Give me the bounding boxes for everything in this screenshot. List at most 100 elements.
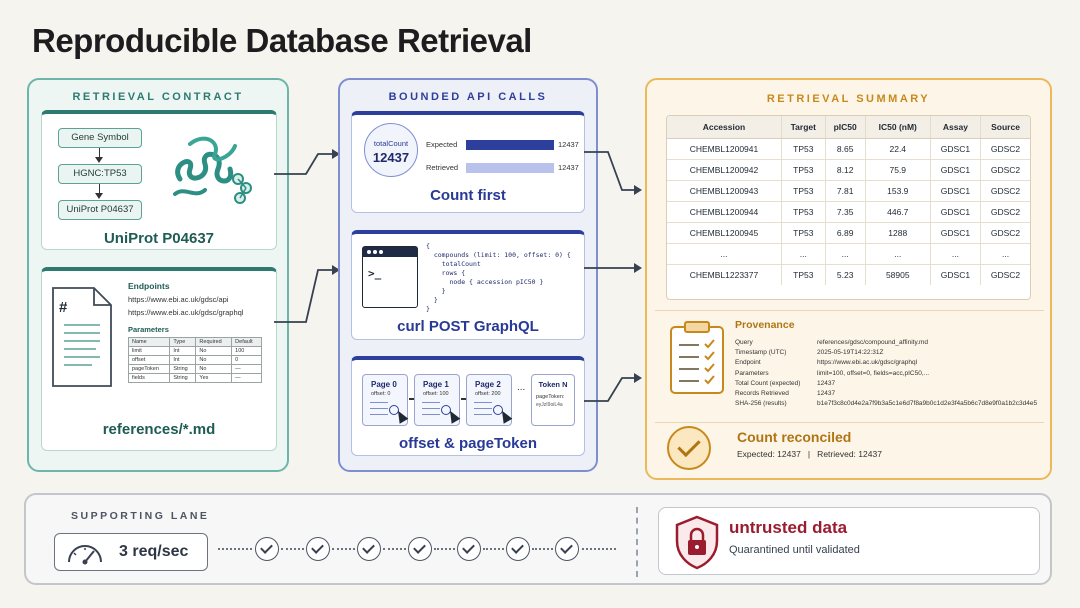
- endpoint-api: https://www.ebi.ac.uk/gdsc/api: [128, 295, 229, 304]
- count-reconciled-detail: Expected: 12437 | Retrieved: 12437: [737, 449, 882, 459]
- param-cell: pageToken: [127, 364, 171, 374]
- results-cell: GDSC1: [930, 158, 982, 180]
- results-header-cell: Source: [980, 116, 1030, 139]
- lane-connector: [383, 548, 406, 550]
- retrieval-contract-panel: RETRIEVAL CONTRACT Gene Symbol HGNC:TP53…: [27, 78, 289, 472]
- results-cell: ...: [865, 242, 931, 264]
- token-value: eyJzI9oiL4a: [536, 402, 563, 408]
- flow-gene-symbol: Gene Symbol: [58, 128, 142, 148]
- bounded-api-panel: BOUNDED API CALLS totalCount 12437 Expec…: [338, 78, 598, 472]
- provenance-key: Endpoint: [735, 359, 761, 367]
- lane-check-icon: [457, 537, 481, 561]
- param-cell: limit: [127, 346, 171, 356]
- speedometer-icon: [68, 545, 102, 565]
- provenance-key: Query: [735, 339, 753, 346]
- results-cell: ...: [667, 242, 782, 264]
- protein-structure-icon: [173, 136, 252, 204]
- results-cell: 7.35: [825, 200, 866, 222]
- results-cell: TP53: [781, 221, 826, 243]
- results-cell: TP53: [781, 263, 826, 285]
- param-cell: fields: [127, 373, 171, 383]
- results-cell: ...: [930, 242, 982, 264]
- page-line: [422, 414, 440, 415]
- results-header-cell: Assay: [930, 116, 982, 139]
- rate-limit-box: 3 req/sec: [54, 533, 208, 571]
- references-caption: references/*.md: [102, 421, 216, 438]
- retrieved-value: 12437: [558, 163, 579, 172]
- code-line: }: [426, 305, 430, 313]
- lane-check-icon: [306, 537, 330, 561]
- lane-connector: [332, 548, 355, 550]
- param-cell: 100: [231, 346, 262, 356]
- lane-check-icon: [408, 537, 432, 561]
- provenance-value: 12437: [817, 390, 836, 397]
- total-count-label: totalCount: [373, 139, 409, 148]
- results-cell: CHEMBL1200941: [667, 137, 782, 159]
- pages-ellipsis: ...: [517, 382, 526, 393]
- untrusted-data-detail: Quarantined until validated: [729, 544, 860, 556]
- flow-arrowhead-1: [95, 157, 103, 163]
- results-cell: GDSC2: [980, 179, 1030, 201]
- provenance-label: Provenance: [735, 319, 795, 331]
- supporting-lane-heading: SUPPORTING LANE: [71, 510, 210, 522]
- param-header-cell: Default: [231, 337, 262, 347]
- bounded-api-heading: BOUNDED API CALLS: [388, 91, 548, 103]
- lane-check-icon: [357, 537, 381, 561]
- code-line: node { accession pIC50 }: [426, 278, 544, 286]
- curl-caption: curl POST GraphQL: [397, 318, 539, 335]
- results-cell: 153.9: [865, 179, 931, 201]
- provenance-value: limit=100, offset=0, fields=acc,pIC50,..…: [817, 369, 930, 377]
- clipboard-checklist-icon: [670, 321, 724, 394]
- flow-hgnc: HGNC:TP53: [58, 164, 142, 184]
- param-cell: No: [195, 355, 233, 365]
- flow-uniprot: UniProt P04637: [58, 200, 142, 220]
- retrieval-summary-heading: RETRIEVAL SUMMARY: [766, 93, 931, 105]
- terminal-dot-3: [379, 250, 383, 254]
- terminal-titlebar: [363, 247, 417, 257]
- count-reconciled-label: Count reconciled: [737, 429, 852, 445]
- code-line: rows {: [426, 269, 466, 277]
- code-line: compounds (limit: 100, offset: 0) {: [426, 251, 571, 259]
- code-line: totalCount: [426, 260, 481, 268]
- provenance-key: Timestamp (UTC): [735, 349, 787, 357]
- references-card: # Endpoints https://www.ebi.ac.uk/gdsc/a…: [41, 267, 277, 451]
- provenance-value: 2025-05-19T14:22:31Z: [817, 349, 884, 357]
- cursor-icon: [445, 408, 461, 424]
- lane-check-icon: [555, 537, 579, 561]
- lane-connector: [483, 548, 504, 550]
- graphql-card: >_ { compounds (limit: 100, offset: 0) {…: [351, 230, 585, 340]
- lane-dots-end: [582, 548, 616, 550]
- results-row: ..................: [667, 242, 1030, 264]
- page-arrow: [409, 398, 414, 400]
- retrieved-bar: [466, 163, 554, 173]
- flow-arrow-1: [99, 148, 100, 160]
- results-header-cell: pIC50: [825, 116, 866, 139]
- magnifier-icon: [389, 405, 399, 415]
- token-key: pageToken:: [536, 394, 565, 400]
- param-cell: No: [195, 364, 233, 374]
- page-line: [474, 402, 492, 403]
- flow-arrowhead-2: [95, 193, 103, 199]
- page-label: Page 0: [371, 380, 397, 389]
- provenance-value: b1e7f3c8c0d4e2a7f9b3a5c1e6d7f8a9b0c1d2e3…: [817, 400, 1038, 408]
- results-cell: TP53: [781, 158, 826, 180]
- paging-caption: offset & pageToken: [398, 435, 538, 452]
- terminal-dot-1: [367, 250, 371, 254]
- graphql-code: { compounds (limit: 100, offset: 0) { to…: [426, 242, 571, 314]
- results-cell: 5.23: [825, 263, 866, 285]
- results-cell: GDSC1: [930, 137, 982, 159]
- results-cell: 7.81: [825, 179, 866, 201]
- untrusted-data-box: untrusted data Quarantined until validat…: [658, 507, 1040, 575]
- param-cell: —: [231, 373, 262, 383]
- endpoints-label: Endpoints: [128, 281, 170, 291]
- magnifier-icon: [493, 405, 503, 415]
